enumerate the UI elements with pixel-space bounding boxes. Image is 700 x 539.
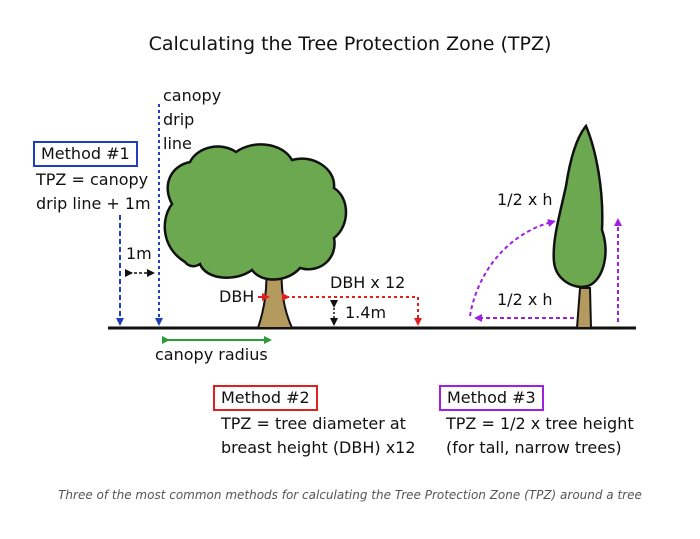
method-3-badge: Method #3 — [439, 385, 544, 411]
method-2-line-2: breast height (DBH) x12 — [221, 438, 416, 457]
method-3-line-1: TPZ = 1/2 x tree height — [446, 414, 634, 433]
method-3-line-2: (for tall, narrow trees) — [446, 438, 622, 457]
drip-line-label-2: drip — [163, 110, 195, 129]
half-height-arc — [469, 219, 556, 317]
half-height-label-bottom: 1/2 x h — [497, 290, 553, 309]
narrow-tree-trunk — [575, 287, 593, 329]
drip-line-label-1: canopy — [163, 86, 222, 105]
tree-canopy — [163, 143, 348, 281]
height-1-4m-label: 1.4m — [345, 303, 387, 322]
one-meter-label: 1m — [126, 244, 152, 263]
method-1-line-2: drip line + 1m — [36, 194, 151, 213]
figure-caption: Three of the most common methods for cal… — [58, 488, 642, 502]
canopy-radius-label: canopy radius — [155, 345, 268, 364]
narrow-tree-canopy — [552, 123, 607, 289]
half-height-label-top: 1/2 x h — [497, 190, 553, 209]
method-2-badge: Method #2 — [213, 385, 318, 411]
method-2-line-1: TPZ = tree diameter at — [221, 414, 406, 433]
method-1-line-1: TPZ = canopy — [36, 170, 149, 189]
drip-line-label-3: line — [163, 134, 192, 153]
method-1-badge: Method #1 — [33, 141, 138, 167]
dbh-label: DBH — [219, 287, 255, 306]
diagram-title: Calculating the Tree Protection Zone (TP… — [148, 33, 552, 55]
dbh-x12-label: DBH x 12 — [330, 273, 406, 292]
